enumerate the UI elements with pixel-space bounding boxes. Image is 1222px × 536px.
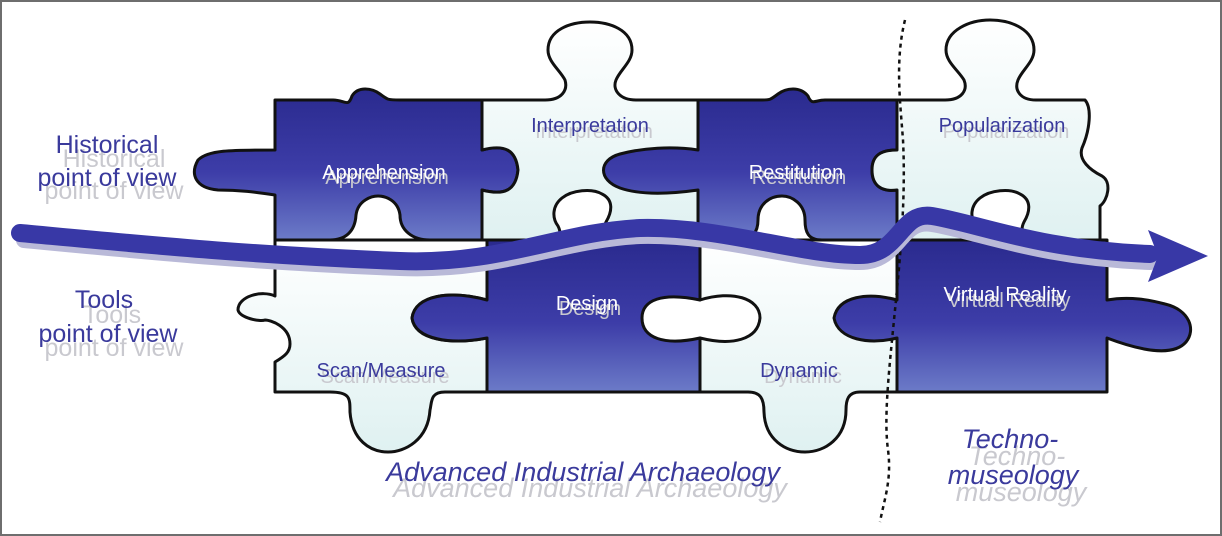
design-shadow: Design <box>559 298 621 320</box>
interpretation-label: Interpretation <box>531 115 649 137</box>
techno-shadow-1: Techno- <box>969 441 1066 471</box>
piece-virtual-reality <box>832 238 1192 394</box>
restitution-shadow: Restitution <box>752 167 847 189</box>
advanced-label: Advanced Industrial Archaeology <box>384 457 781 487</box>
techno-label-line2: museology <box>948 460 1080 490</box>
dynamic-shadow: Dynamic <box>764 366 842 388</box>
techno-shadow-2: museology <box>956 477 1088 507</box>
virtual-reality-label: Virtual Reality <box>943 284 1066 306</box>
design-label: Design <box>556 293 618 315</box>
tools-shadow-1: Tools <box>83 301 141 329</box>
historical-shadow-2: point of view <box>45 177 185 205</box>
piece-restitution <box>602 87 899 242</box>
virtual-reality-shadow: Virtual Reality <box>947 290 1070 312</box>
historical-label-line1: Historical <box>56 131 159 159</box>
scan-measure-label: Scan/Measure <box>317 360 446 382</box>
historical-label-line2: point of view <box>38 164 178 192</box>
tools-label-line1: Tools <box>75 286 133 314</box>
techno-label-line1: Techno- <box>962 424 1059 454</box>
advanced-shadow: Advanced Industrial Archaeology <box>391 473 788 503</box>
separator-line <box>878 19 907 523</box>
arrow-head <box>1148 230 1208 282</box>
interpretation-shadow: Interpretation <box>535 121 653 143</box>
tools-shadow-2: point of view <box>45 334 185 362</box>
historical-shadow-1: Historical <box>63 145 166 173</box>
apprehension-shadow: Apprehension <box>325 167 448 189</box>
scan-measure-shadow: Scan/Measure <box>321 366 450 388</box>
piece-apprehension <box>193 87 520 242</box>
dynamic-label: Dynamic <box>760 360 838 382</box>
popularization-shadow: Popularization <box>943 121 1070 143</box>
popularization-label: Popularization <box>939 115 1066 137</box>
arrow-body <box>11 206 1159 271</box>
apprehension-label: Apprehension <box>322 162 445 184</box>
piece-design <box>410 238 702 394</box>
restitution-label: Restitution <box>749 162 844 184</box>
piece-dynamic <box>698 238 899 454</box>
tools-label-line2: point of view <box>39 320 179 348</box>
